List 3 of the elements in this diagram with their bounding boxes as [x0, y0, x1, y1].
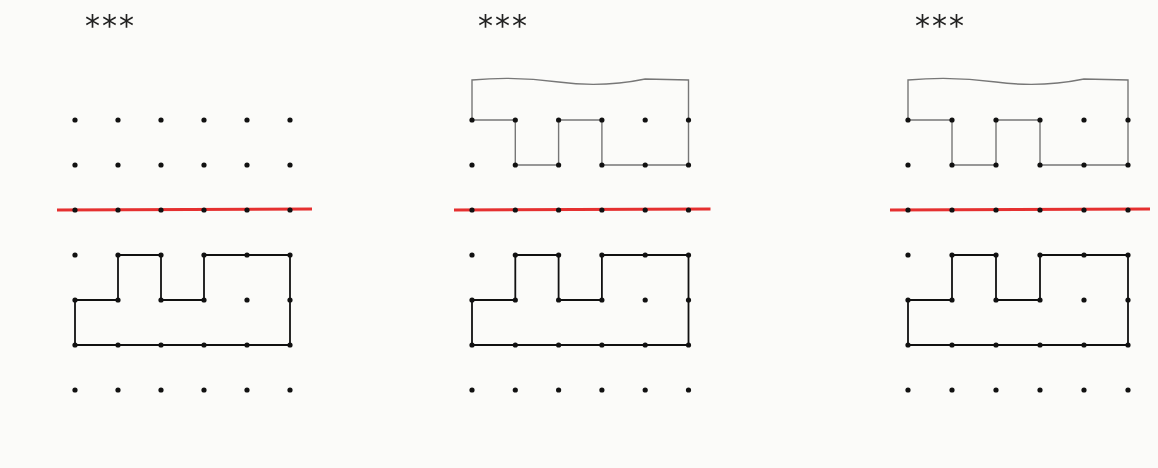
asterisk-marks: *** — [915, 7, 966, 45]
asterisk-marks: *** — [478, 7, 529, 45]
asterisk-marks: *** — [85, 7, 136, 45]
